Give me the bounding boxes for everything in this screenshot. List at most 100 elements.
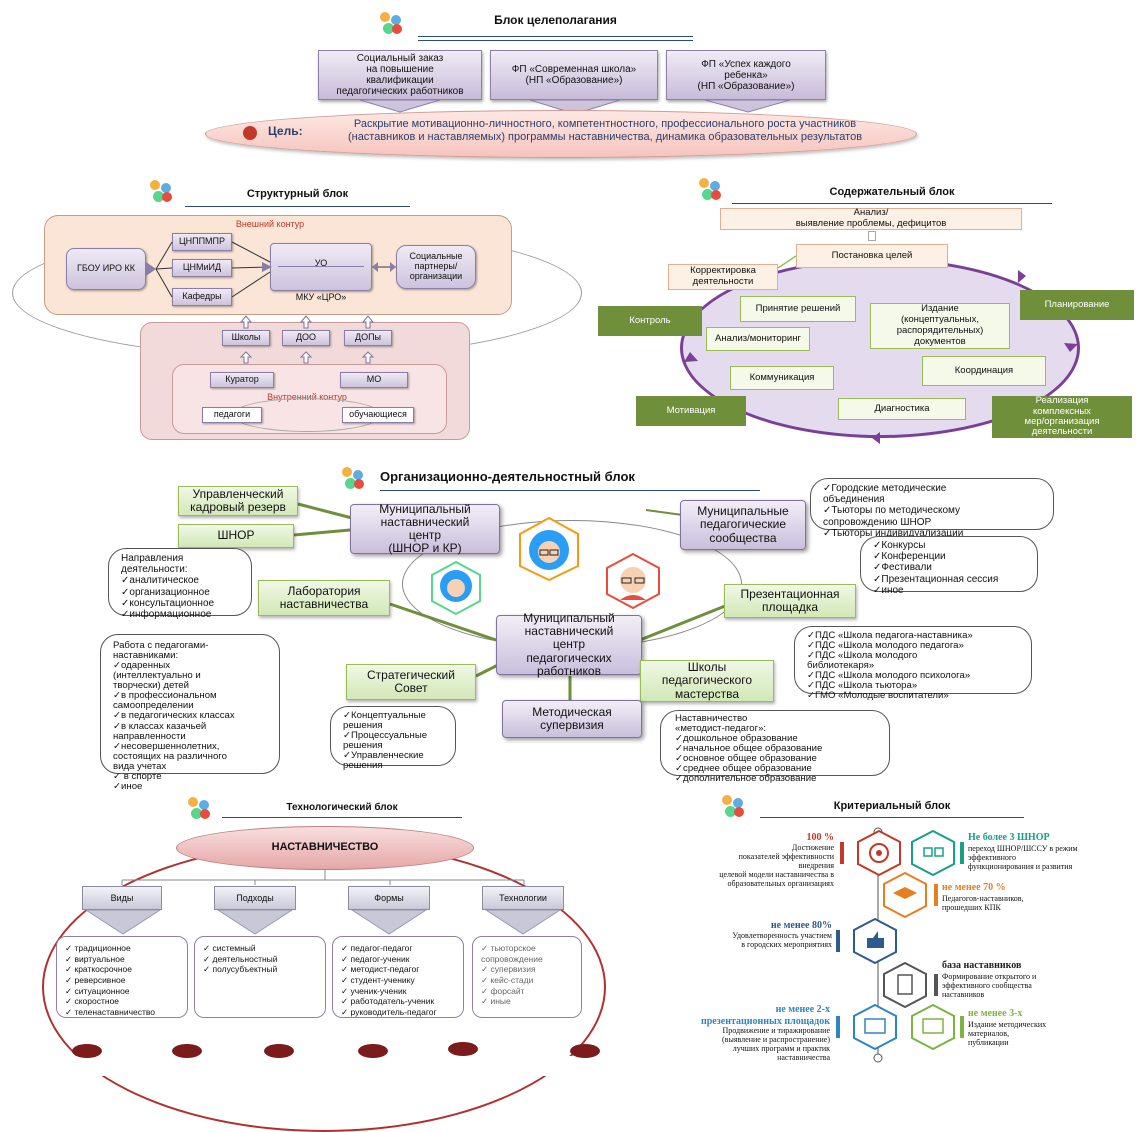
criterion-4-text: Удовлетворенность участием в городских м…: [732, 931, 832, 949]
tech-dot: [264, 1044, 294, 1058]
divider-line: [760, 817, 1024, 818]
criterion-2-head: Не более 3 ШНОР: [968, 832, 1050, 843]
criterion-2-text: переход ШНОР/ШССУ в режим эффективного ф…: [968, 844, 1078, 871]
presentation-node: Презентационная площадка: [724, 584, 856, 618]
woman-avatar-icon: [431, 560, 481, 616]
criterion-5-head: база наставников: [942, 960, 1022, 971]
uo-mku-divider: [278, 266, 364, 267]
goal-block-title: Блок целеполагания: [418, 13, 693, 37]
correction-node: Корректировка деятельности: [668, 264, 778, 290]
logo-icon: [340, 467, 366, 491]
strategic-list: ✓Концептуальные решения ✓Процессуальные …: [330, 706, 456, 771]
goal-label: Цель:: [268, 124, 303, 138]
logo-icon: [720, 795, 746, 819]
goal-text: Раскрытие мотивационно-личностного, комп…: [347, 118, 863, 143]
decisions-node: Принятие решений: [740, 296, 856, 322]
divider-line: [380, 490, 760, 491]
accent-bar: [960, 842, 964, 864]
structural-double-arrows: [239, 315, 375, 364]
accent-bar: [836, 930, 840, 952]
accent-bar: [960, 1016, 964, 1038]
structural-connectors: [146, 241, 396, 298]
gbou-iro-kk-node: ГБОУ ИРО КК: [66, 248, 146, 290]
tech-head-technologies: Технологии: [482, 886, 564, 910]
org-connectors: [293, 502, 731, 700]
goal-arrows: [359, 99, 791, 115]
goal-setting-node: Постановка целей: [796, 244, 948, 268]
tech-list-approaches: ✓ системный ✓ деятельностный ✓ полусубъе…: [194, 936, 326, 1018]
target-icon: [857, 830, 901, 876]
dopy-node: ДОПы: [344, 330, 392, 346]
communication-node: Коммуникация: [730, 366, 834, 390]
students-node: обучающиеся: [342, 407, 414, 423]
logo-icon: [697, 178, 723, 202]
social-order-box: Социальный заказ на повышение квалификац…: [318, 50, 482, 100]
tech-head-forms: Формы: [348, 886, 430, 910]
diagnostics-node: Диагностика: [838, 398, 966, 420]
fp-modern-school-box: ФП «Современная школа» (НП «Образование»…: [490, 50, 658, 100]
tech-dot: [358, 1044, 388, 1058]
doo-node: ДОО: [282, 330, 330, 346]
cycle-arrowheads: [684, 270, 1078, 444]
criterion-7-head: не менее 3-х: [968, 1008, 1023, 1019]
central-mnc-node: Муниципальный наставнический центр педаг…: [496, 611, 642, 677]
books-icon: [911, 1004, 955, 1050]
divider-line: [185, 206, 410, 207]
tech-main-ellipse: [176, 826, 474, 870]
municipal-communities-node: Муниципальные педагогические сообщества: [680, 500, 806, 550]
tech-main-label: НАСТАВНИЧЕСТВО: [271, 841, 379, 853]
cnmid-node: ЦНМиИД: [172, 259, 232, 277]
teachers-node: педагоги: [202, 407, 262, 423]
thumbs-up-icon: [853, 918, 897, 964]
graduation-cap-icon: [883, 872, 927, 918]
tech-list-forms: ✓ педагог-педагог ✓ педагог-ученик ✓ мет…: [332, 936, 464, 1018]
tech-dot: [172, 1044, 202, 1058]
uo-label: УО: [314, 257, 328, 268]
uo-mku-node: УО МКУ «ЦРО»: [270, 243, 372, 302]
presentation-icon: [853, 1004, 897, 1050]
outer-contour-label: Внешний контур: [235, 219, 305, 229]
divider-line: [222, 817, 462, 818]
tech-head-types: Виды: [82, 886, 162, 910]
female-avatar-icon: [519, 516, 579, 582]
criterion-7-text: Издание методических материалов, публика…: [968, 1020, 1047, 1047]
accent-bar: [934, 884, 938, 906]
criterion-5-text: Формирование открытого и эффективного со…: [942, 972, 1037, 999]
supervision-list: Наставничество «методист-педагог»: ✓дошк…: [660, 710, 890, 784]
criterion-4-head: не менее 80%: [770, 920, 832, 931]
reserve-node: Управленческий кадровый резерв: [178, 486, 298, 516]
inner-contour-label: Внутренний контур: [267, 392, 347, 402]
tech-dot: [448, 1042, 478, 1056]
schools-mastery-node: Школы педагогического мастерства: [640, 660, 774, 702]
coordination-node: Координация: [922, 356, 1046, 386]
implementation-node: Реализация комплексных мер/организация д…: [992, 395, 1132, 438]
accent-bar: [934, 974, 938, 996]
tech-dot: [570, 1044, 600, 1058]
criterion-6-head: не менее 2-х презентационных площадок: [700, 1004, 830, 1027]
criteria-block-title: Критериальный блок: [833, 800, 951, 812]
tech-list-types: ✓ традиционное ✓ виртуальное ✓ краткосро…: [56, 936, 188, 1018]
tech-dot: [72, 1044, 102, 1058]
correction-arrow: [777, 255, 797, 269]
logo-icon: [186, 797, 212, 821]
motivation-node: Мотивация: [636, 396, 746, 426]
criterion-3-head: не менее 70 %: [942, 882, 1006, 893]
analysis-node: Анализ/ выявление проблемы, дефицитов: [720, 207, 1022, 230]
man-avatar-icon: [606, 552, 660, 610]
document-icon: [883, 962, 927, 1008]
analysis-arrow: [868, 231, 876, 241]
criterion-6-text: Продвижение и тиражирование (выявление и…: [722, 1026, 830, 1062]
publishing-node: Издание (концептуальных, распорядительны…: [870, 303, 1010, 349]
municipal-communities-list: ✓Городские методические объединения ✓Тью…: [810, 478, 1054, 539]
divider-line: [732, 203, 1052, 204]
criterion-1-text: Достижение показателей эффективности вне…: [719, 843, 834, 888]
curator-node: Куратор: [210, 372, 274, 388]
criterion-3-text: Педагогов-наставников, прошедших КПК: [942, 894, 1024, 912]
logo-icon: [148, 180, 174, 204]
tech-list-technologies: ✓ тьюторское сопровождение ✓ супервизия …: [472, 936, 582, 1018]
tech-block-title: Технологический блок: [286, 802, 398, 813]
mnc-shnor-node: Муниципальный наставнический центр (ШНОР…: [350, 502, 500, 555]
schools-list: ✓ПДС «Школа педагога-наставника» ✓ПДС «Ш…: [794, 626, 1032, 701]
network-icon: [911, 830, 955, 876]
laboratory-node: Лаборатория наставничества: [258, 580, 390, 616]
